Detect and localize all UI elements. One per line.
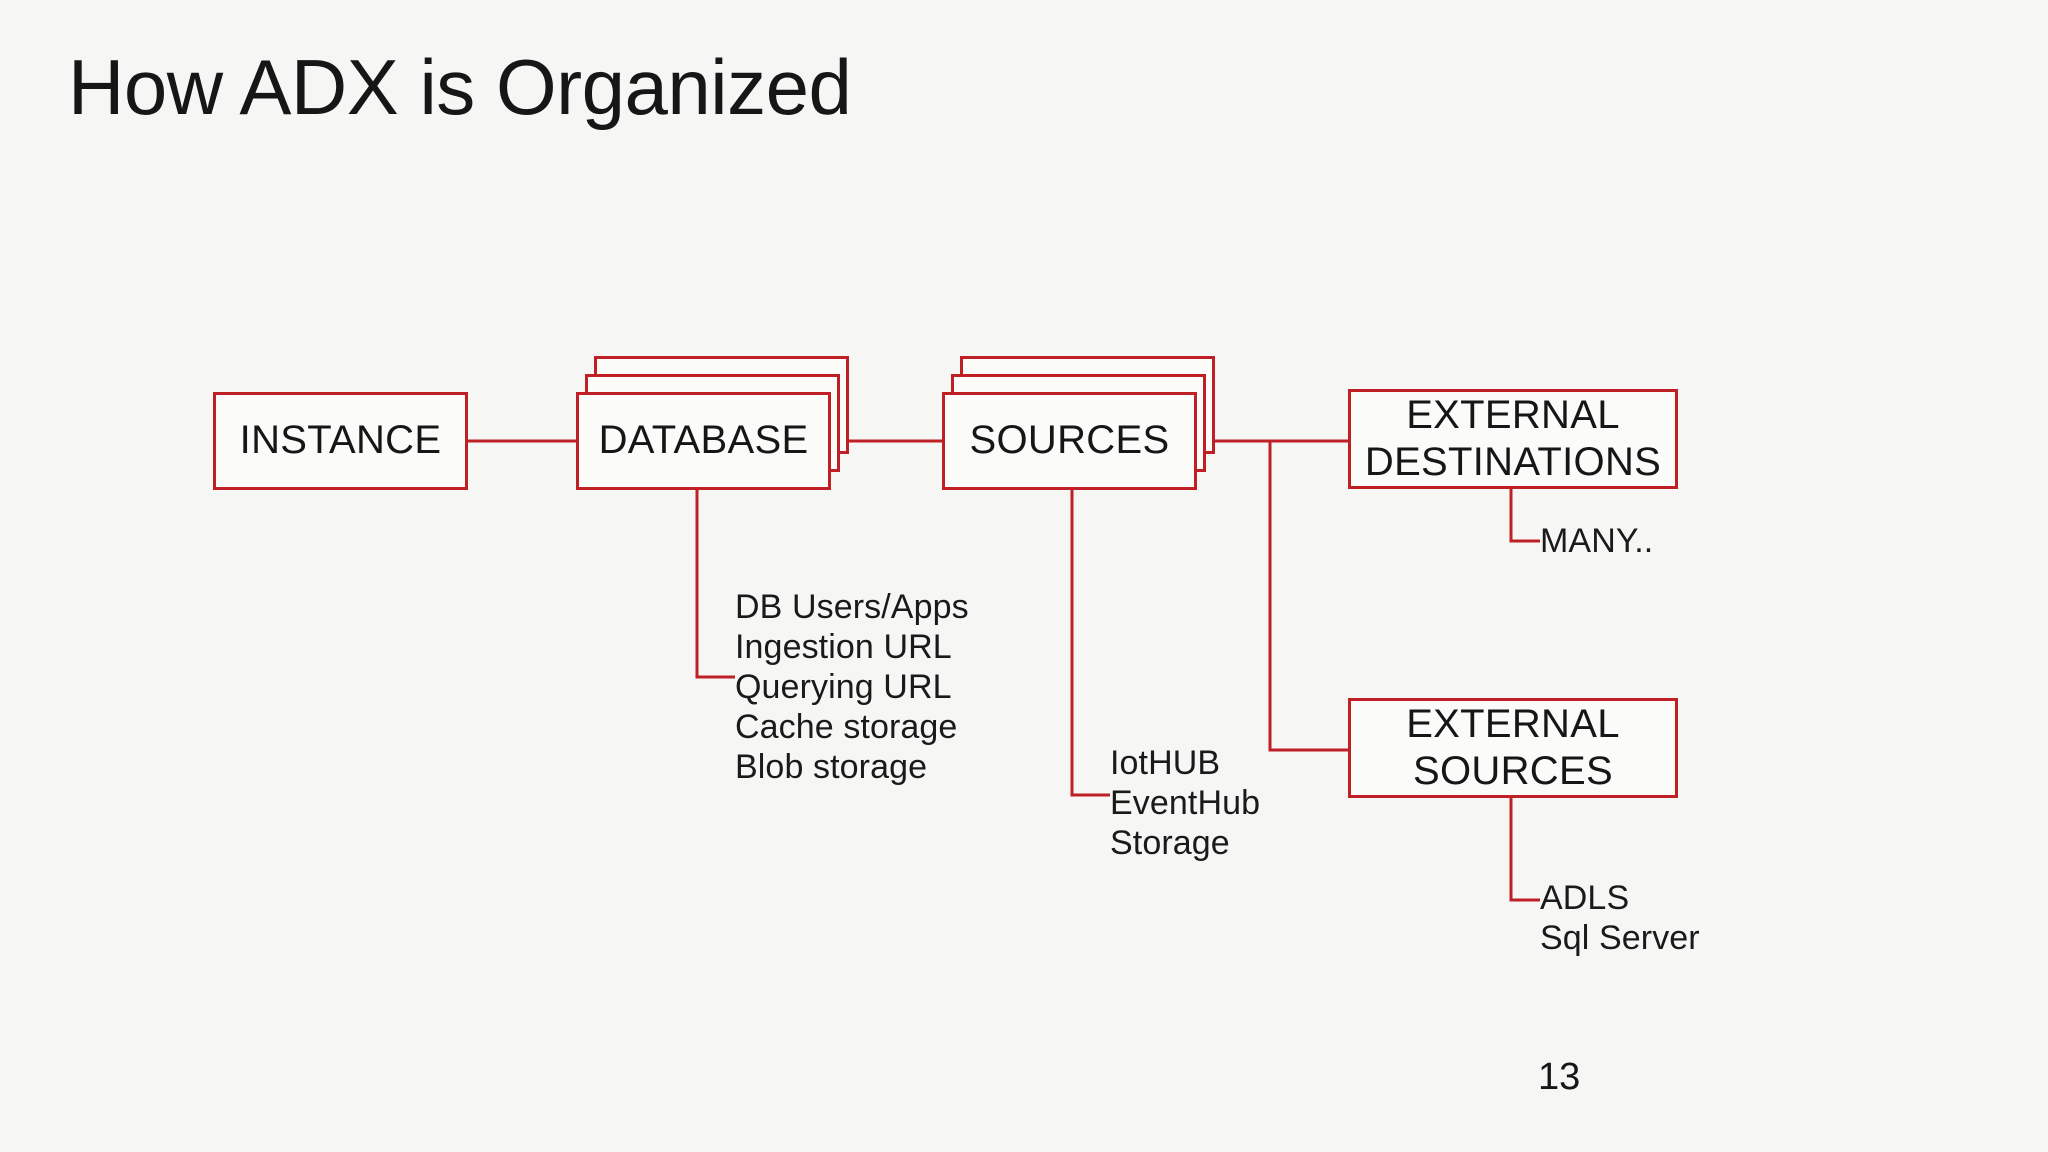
node-external-sources[interactable]: EXTERNAL SOURCES [1348, 698, 1678, 798]
connector-sources-external-sources [1268, 441, 1348, 752]
annotation-external-sources-details: ADLS Sql Server [1540, 879, 1700, 958]
node-external-destinations-label: EXTERNAL DESTINATIONS [1364, 392, 1662, 484]
annotation-database-details: DB Users/Apps Ingestion URL Querying URL… [735, 588, 969, 787]
page-title: How ADX is Organized [68, 43, 852, 131]
page-number: 13 [1538, 1056, 1581, 1098]
node-database[interactable]: DATABASE [576, 392, 831, 490]
connector-database-details [695, 489, 735, 679]
node-external-destinations[interactable]: EXTERNAL DESTINATIONS [1348, 389, 1678, 489]
node-sources[interactable]: SOURCES [942, 392, 1197, 490]
node-sources-label: SOURCES [969, 418, 1170, 463]
connector-sources-details [1070, 489, 1110, 797]
connector-external-destinations-details [1509, 489, 1540, 543]
node-database-label: DATABASE [598, 418, 809, 463]
connector-external-sources-details [1509, 798, 1540, 902]
node-external-sources-label: EXTERNAL SOURCES [1406, 701, 1620, 793]
node-instance[interactable]: INSTANCE [213, 392, 468, 490]
node-instance-label: INSTANCE [239, 418, 442, 463]
annotation-external-destinations-details: MANY.. [1540, 522, 1654, 560]
annotation-sources-details: IotHUB EventHub Storage [1110, 744, 1261, 863]
